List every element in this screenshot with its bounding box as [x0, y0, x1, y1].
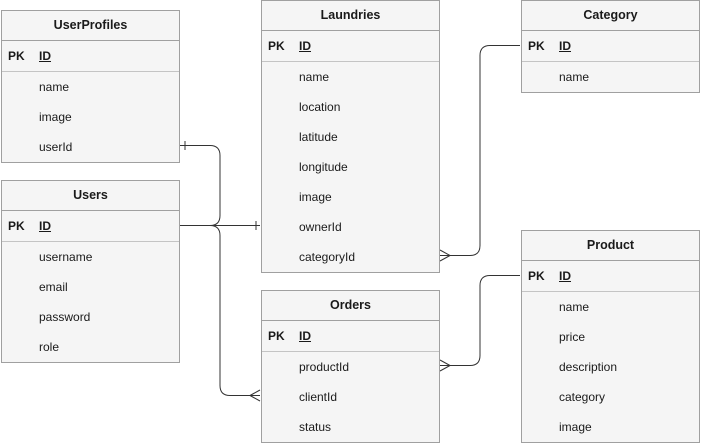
- pk-field: ID: [39, 219, 51, 233]
- field-role: role: [39, 340, 60, 354]
- field-category: category: [559, 390, 606, 404]
- pk-row: PK ID: [522, 261, 699, 292]
- pk-row: PK ID: [262, 321, 439, 352]
- pk-field: ID: [559, 39, 571, 53]
- pk-row: PK ID: [2, 41, 179, 72]
- entity-orders[interactable]: Orders PK ID productId clientId status: [261, 290, 440, 443]
- field-row: name: [262, 62, 439, 92]
- field-longitude: longitude: [299, 160, 348, 174]
- field-clientid: clientId: [299, 390, 338, 404]
- field-row: ownerId: [262, 212, 439, 242]
- relation-laundries-category: [440, 45, 520, 256]
- field-row: price: [522, 322, 699, 352]
- relation-users-orders: [180, 225, 260, 396]
- field-name: name: [559, 300, 590, 314]
- many-marker-orders-clientid: [249, 389, 261, 402]
- many-marker-orders-productid: [439, 359, 451, 372]
- field-image: image: [299, 190, 332, 204]
- entity-laundries[interactable]: Laundries PK ID name location latitude l…: [261, 0, 440, 273]
- field-email: email: [39, 280, 68, 294]
- field-row: name: [522, 62, 699, 92]
- field-row: productId: [262, 352, 439, 382]
- pk-label: PK: [8, 219, 25, 233]
- field-ownerid: ownerId: [299, 220, 342, 234]
- field-row: category: [522, 382, 699, 412]
- field-image: image: [559, 420, 592, 434]
- pk-row: PK ID: [522, 31, 699, 62]
- pk-label: PK: [268, 39, 285, 53]
- entity-title: Category: [522, 1, 699, 31]
- pk-label: PK: [268, 329, 285, 343]
- pk-label: PK: [528, 39, 545, 53]
- field-price: price: [559, 330, 586, 344]
- pk-field: ID: [39, 49, 51, 63]
- entity-users[interactable]: Users PK ID username email password role: [1, 180, 180, 363]
- entity-title: Laundries: [262, 1, 439, 31]
- pk-row: PK ID: [2, 211, 179, 242]
- relation-users-userprofiles: [180, 145, 221, 226]
- entity-title: Users: [2, 181, 179, 211]
- field-productid: productId: [299, 360, 350, 374]
- field-row: role: [2, 332, 179, 362]
- field-row: username: [2, 242, 179, 272]
- entity-title: Orders: [262, 291, 439, 321]
- entity-title: UserProfiles: [2, 11, 179, 41]
- relation-orders-product: [440, 275, 520, 366]
- many-marker-laundries-categoryid: [439, 249, 451, 262]
- field-row: description: [522, 352, 699, 382]
- field-userid: userId: [39, 140, 73, 154]
- entity-userprofiles[interactable]: UserProfiles PK ID name image userId: [1, 10, 180, 163]
- field-row: image: [522, 412, 699, 442]
- entity-title: Product: [522, 231, 699, 261]
- field-username: username: [39, 250, 93, 264]
- field-row: name: [2, 72, 179, 102]
- pk-field: ID: [299, 329, 311, 343]
- field-row: status: [262, 412, 439, 442]
- field-row: clientId: [262, 382, 439, 412]
- field-name: name: [299, 70, 330, 84]
- entity-category[interactable]: Category PK ID name: [521, 0, 700, 93]
- field-name: name: [39, 80, 70, 94]
- field-categoryid: categoryId: [299, 250, 356, 264]
- field-latitude: latitude: [299, 130, 338, 144]
- field-row: name: [522, 292, 699, 322]
- field-row: userId: [2, 132, 179, 162]
- pk-field: ID: [299, 39, 311, 53]
- field-row: image: [262, 182, 439, 212]
- pk-field: ID: [559, 269, 571, 283]
- field-row: location: [262, 92, 439, 122]
- entity-product[interactable]: Product PK ID name price description cat…: [521, 230, 700, 443]
- pk-label: PK: [528, 269, 545, 283]
- field-password: password: [39, 310, 91, 324]
- field-row: image: [2, 102, 179, 132]
- field-description: description: [559, 360, 618, 374]
- field-row: latitude: [262, 122, 439, 152]
- pk-label: PK: [8, 49, 25, 63]
- field-image: image: [39, 110, 72, 124]
- field-name: name: [559, 70, 590, 84]
- field-status: status: [299, 420, 332, 434]
- pk-row: PK ID: [262, 31, 439, 62]
- field-row: longitude: [262, 152, 439, 182]
- field-location: location: [299, 100, 341, 114]
- field-row: email: [2, 272, 179, 302]
- field-row: password: [2, 302, 179, 332]
- field-row: categoryId: [262, 242, 439, 272]
